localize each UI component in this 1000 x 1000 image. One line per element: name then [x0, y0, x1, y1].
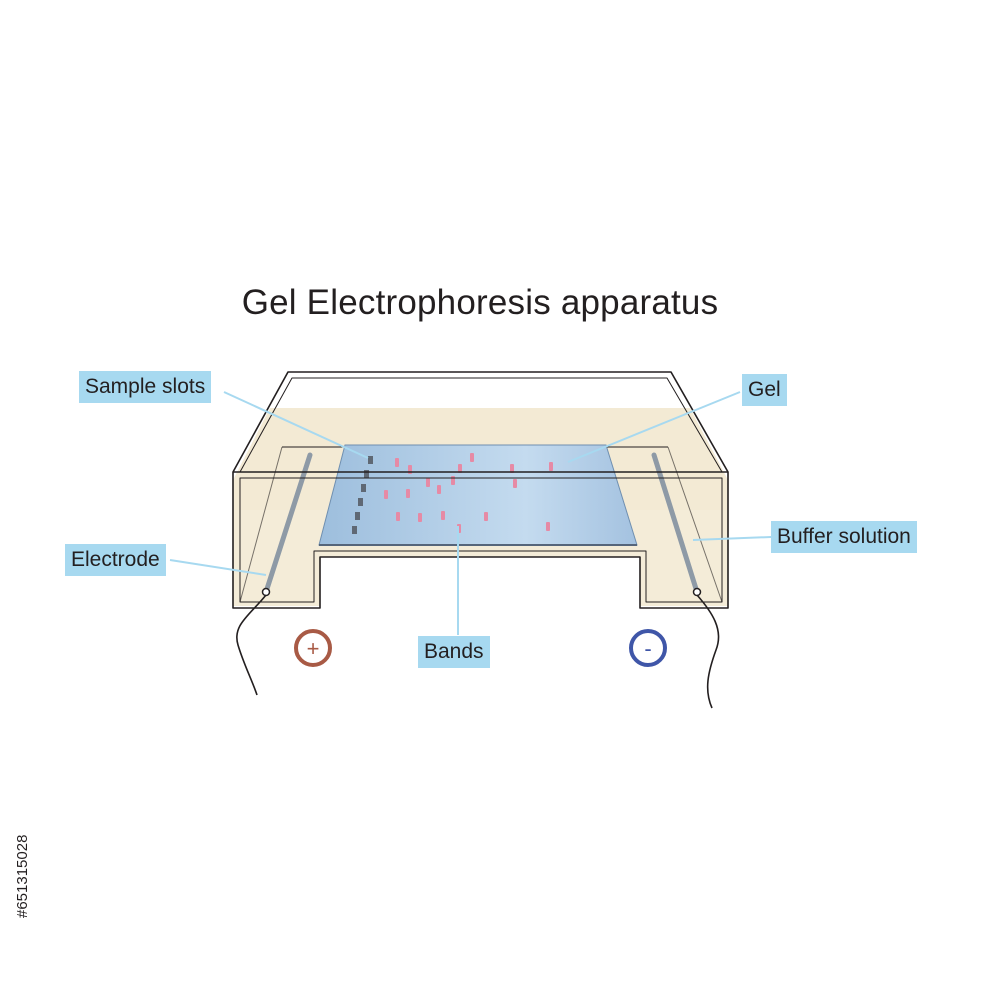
leader-lines [169, 391, 772, 635]
label-electrode: Electrode [65, 544, 166, 576]
positive-terminal-icon: + [294, 629, 332, 667]
electrode-left-terminal [261, 587, 271, 597]
negative-terminal-symbol: - [644, 636, 651, 661]
wire-right [696, 594, 720, 709]
positive-terminal-symbol: + [307, 636, 320, 661]
label-sample-slots: Sample slots [79, 371, 212, 403]
gel-slab [318, 444, 638, 546]
negative-terminal-icon: - [629, 629, 667, 667]
label-buffer-solution: Buffer solution [771, 521, 917, 553]
label-bands: Bands [418, 636, 490, 668]
stock-id-text: #651315028 [14, 834, 31, 918]
tank-outline [232, 371, 729, 609]
electrode-right-terminal [692, 587, 702, 597]
label-gel: Gel [742, 374, 787, 406]
wire-left [236, 594, 267, 696]
sample-slots [352, 456, 373, 534]
diagram-title: Gel Electrophoresis apparatus [241, 283, 719, 322]
stock-id-watermark: #651315028 [6, 768, 42, 918]
